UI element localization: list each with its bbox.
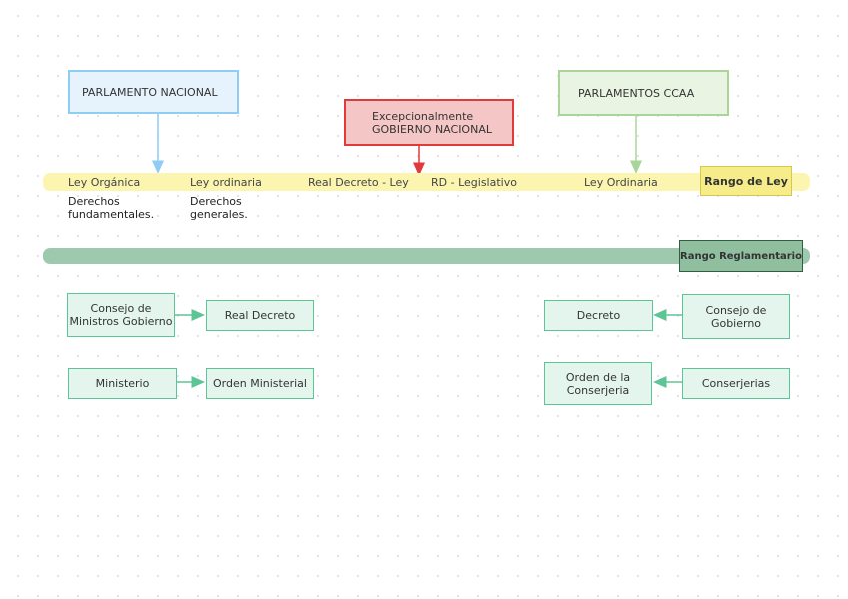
consejo-ministros-label: Consejo de Ministros Gobierno [69, 302, 173, 328]
parlamentos-ccaa-label: PARLAMENTOS CCAA [578, 86, 695, 100]
rango-reglamentario-tag: Rango Reglamentario [679, 240, 803, 272]
rango-ley-band [43, 173, 810, 191]
conserjerias-label: Conserjerias [701, 377, 771, 390]
decreto-box[interactable]: Decreto [544, 300, 653, 331]
orden-conserjeria-box[interactable]: Orden de la Conserjeria [544, 362, 652, 405]
derechos-generales-note: Derechos generales. [190, 195, 248, 221]
rd-legislativo-label: RD - Legislativo [431, 176, 517, 189]
rango-reglamentario-label: Rango Reglamentario [680, 250, 802, 262]
real-decreto-label: Real Decreto [224, 309, 296, 322]
real-decreto-box[interactable]: Real Decreto [206, 300, 314, 331]
consejo-gobierno-label: Consejo de Gobierno [705, 303, 767, 330]
ministerio-label: Ministerio [95, 377, 150, 390]
rango-reglamentario-band [43, 248, 810, 264]
derechos-fundamentales-note: Derechos fundamentales. [68, 195, 155, 221]
rango-ley-tag: Rango de Ley [700, 166, 792, 196]
consejo-ministros-box[interactable]: Consejo de Ministros Gobierno [67, 293, 175, 337]
orden-ministerial-label: Orden Ministerial [213, 377, 307, 390]
parlamentos-ccaa-box[interactable]: PARLAMENTOS CCAA [558, 70, 729, 116]
parlamento-nacional-label: PARLAMENTO NACIONAL [82, 85, 218, 99]
consejo-gobierno-box[interactable]: Consejo de Gobierno [682, 294, 790, 339]
gobierno-nacional-label: Excepcionalmente GOBIERNO NACIONAL [372, 109, 492, 136]
ministerio-box[interactable]: Ministerio [68, 368, 177, 399]
decreto-label: Decreto [576, 309, 621, 322]
parlamento-nacional-box[interactable]: PARLAMENTO NACIONAL [68, 70, 239, 114]
gobierno-nacional-box[interactable]: Excepcionalmente GOBIERNO NACIONAL [344, 99, 514, 146]
orden-ministerial-box[interactable]: Orden Ministerial [206, 368, 314, 399]
orden-conserjeria-label: Orden de la Conserjeria [565, 370, 631, 397]
real-decreto-ley-label: Real Decreto - Ley [308, 176, 409, 189]
rango-ley-label: Rango de Ley [704, 174, 788, 188]
ley-ordinaria-ccaa-label: Ley Ordinaria [584, 176, 658, 189]
ley-ordinaria-label: Ley ordinaria [190, 176, 262, 189]
conserjerias-box[interactable]: Conserjerias [682, 368, 790, 399]
ley-organica-label: Ley Orgánica [68, 176, 141, 189]
